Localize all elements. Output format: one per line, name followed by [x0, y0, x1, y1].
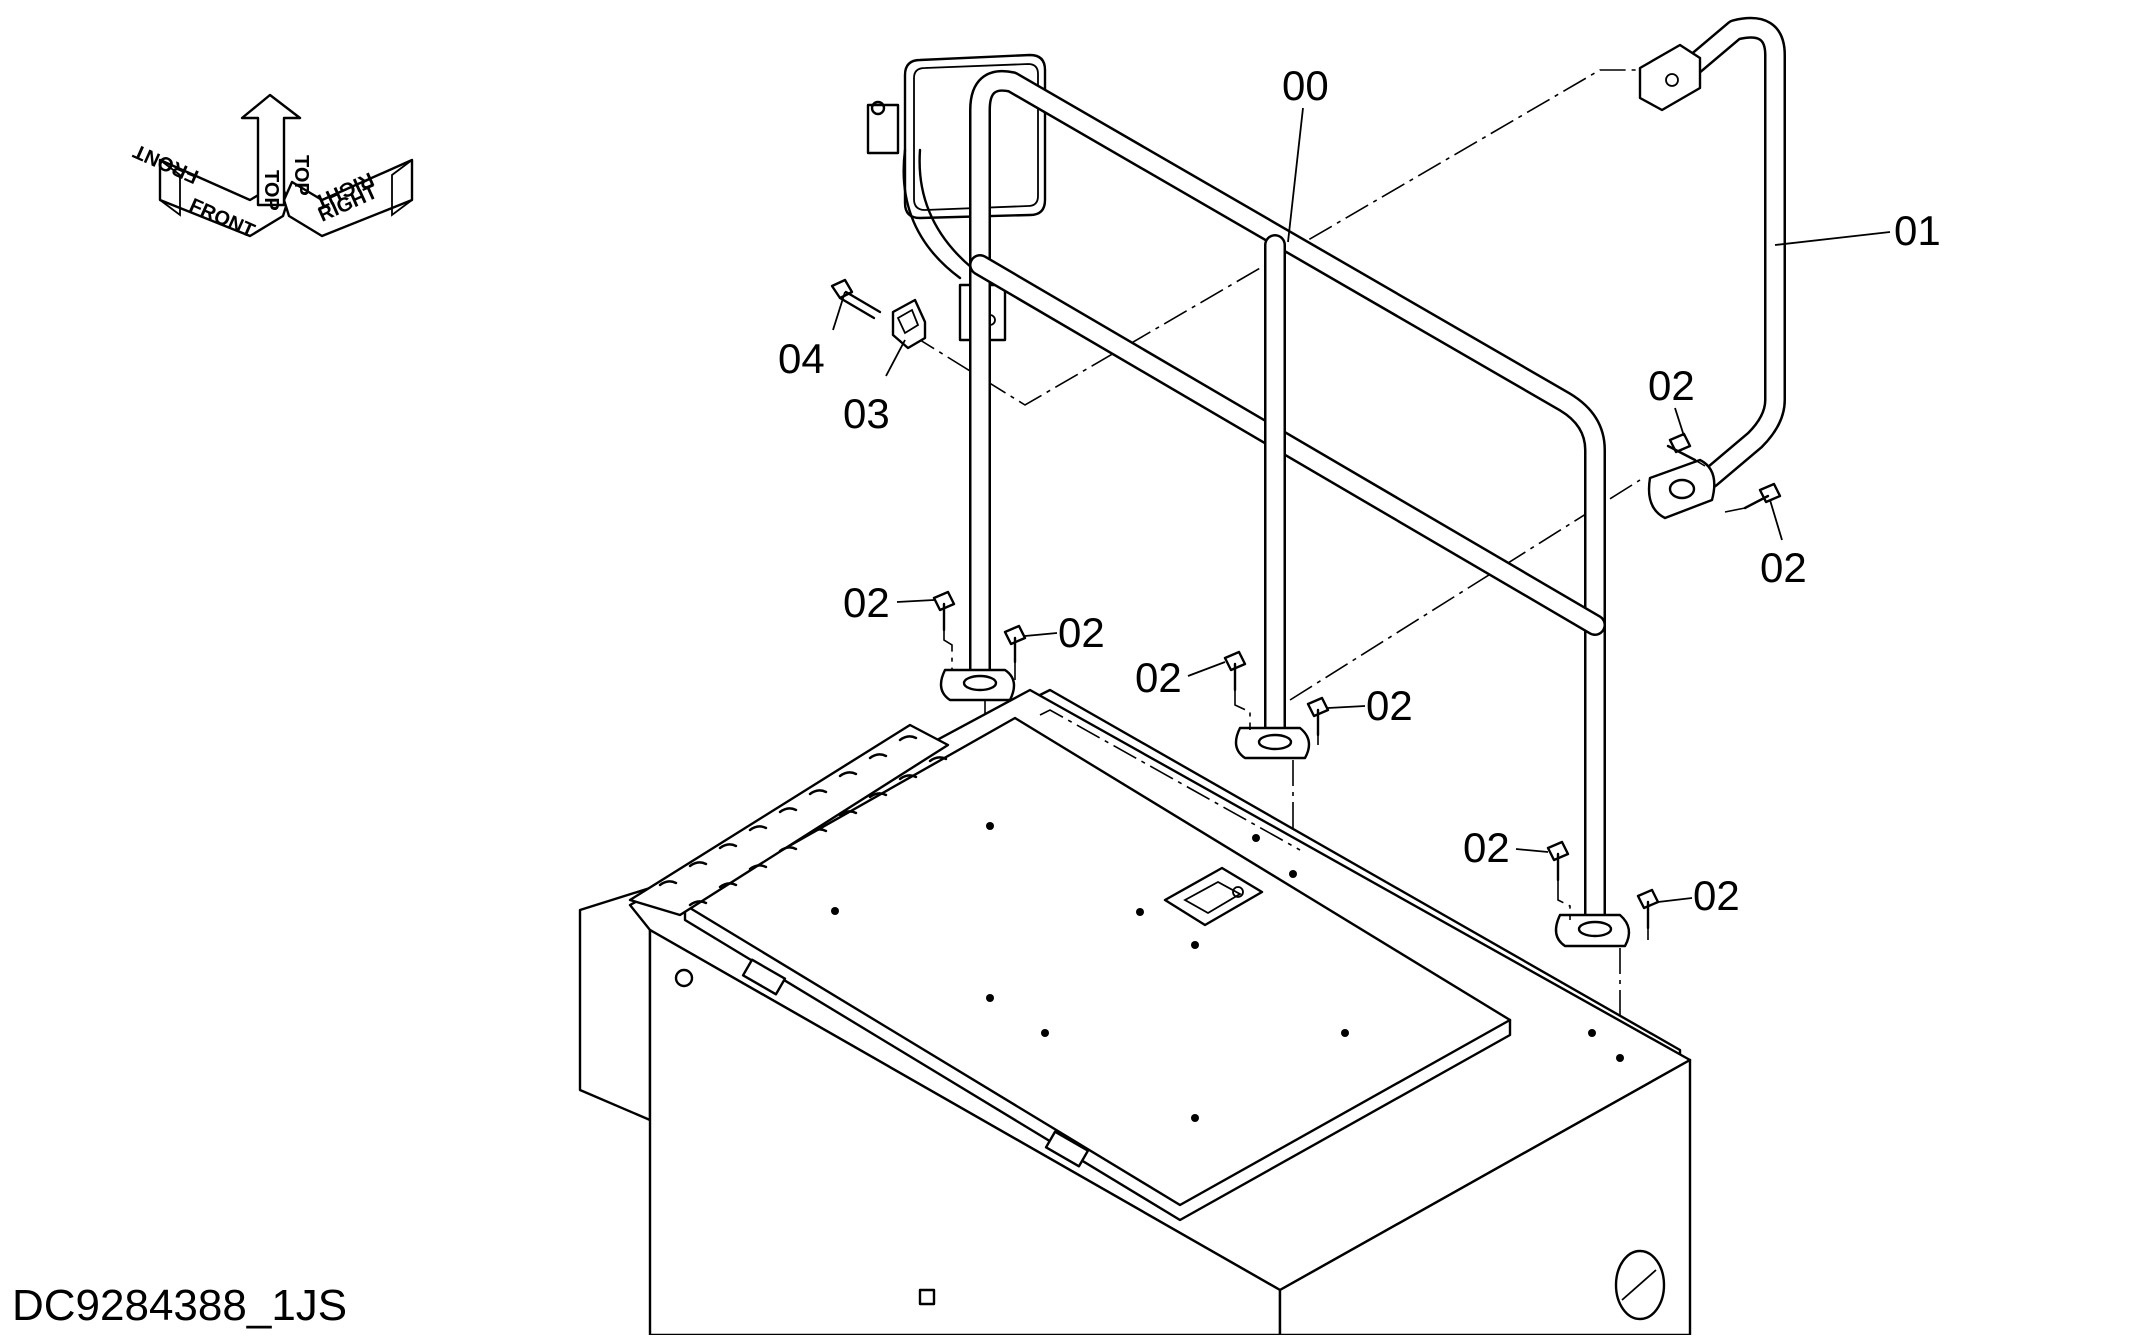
cover-holes: [831, 822, 1624, 1122]
bolts-02: [932, 432, 1782, 940]
callout-04: 04: [778, 335, 825, 382]
bolt-02-f: [1636, 888, 1660, 940]
callout-02-h: 02: [1760, 544, 1807, 591]
handrail-01: [1638, 16, 1786, 520]
cover-plate: [628, 716, 1624, 1222]
callout-02-d: 02: [1366, 682, 1413, 729]
drawing-id-label: DC9284388_1JS: [12, 1281, 347, 1330]
direction-label-top: TOP: [260, 170, 282, 211]
callout-02-e: 02: [1463, 824, 1510, 871]
callout-03: 03: [843, 390, 890, 437]
handrail-base-plates: [939, 668, 1631, 948]
latch-plate: [1163, 866, 1264, 927]
hinge-knuckles: [658, 735, 948, 907]
bolt-02-d: [1306, 696, 1330, 745]
bolt-02-a: [932, 590, 956, 670]
callout-00: 00: [1282, 62, 1329, 109]
bolt-02-e: [1546, 840, 1571, 920]
callout-02-f: 02: [1693, 872, 1740, 919]
orientation-indicator: FRONT FRONT TOP TOP RIGHT RIGHT: [130, 93, 414, 243]
callout-02-b: 02: [1058, 609, 1105, 656]
callout-01: 01: [1894, 207, 1941, 254]
leader-lines: [832, 107, 1891, 903]
callout-02-g: 02: [1648, 362, 1695, 409]
callout-02-c: 02: [1135, 654, 1182, 701]
bolt-02-h: [1724, 482, 1782, 513]
bolt-02-c: [1223, 650, 1251, 730]
bolt-02-g: [1666, 432, 1706, 467]
bolt-04: [830, 278, 882, 320]
bolt-02-b: [1003, 624, 1027, 680]
callout-02-a: 02: [843, 579, 890, 626]
bracket-03: [891, 298, 927, 350]
callout-labels: 00 01 04 03 02 02 02 02 02 02 02 02: [778, 62, 1941, 919]
direction-label-top-alt: TOP: [290, 155, 312, 196]
